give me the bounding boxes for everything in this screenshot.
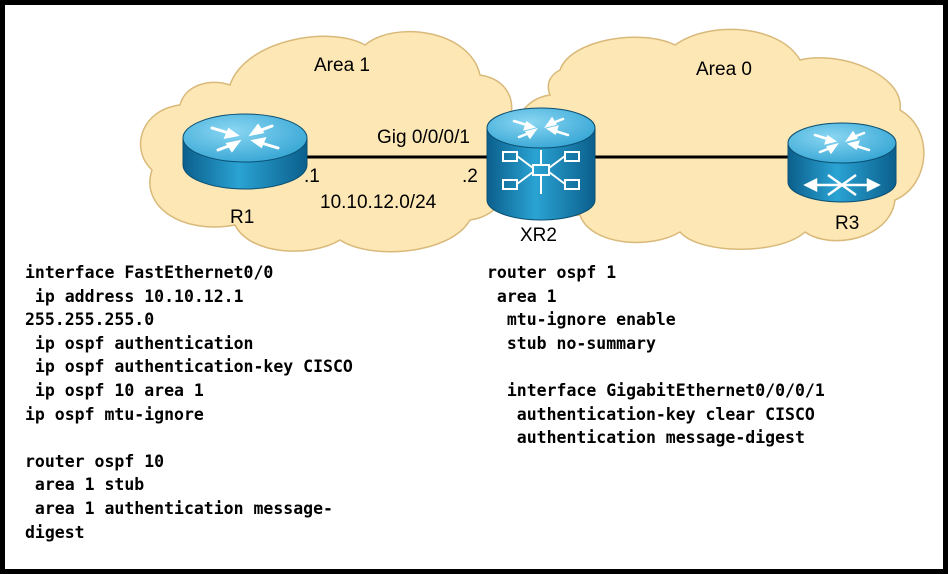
config-line: ip address 10.10.12.1	[25, 286, 244, 306]
config-line: area 1 authentication message-	[25, 498, 333, 518]
config-line: authentication message-digest	[487, 428, 805, 448]
area1-label: Area 1	[314, 55, 370, 76]
config-line: 255.255.255.0	[25, 310, 155, 330]
config-line: authentication-key clear CISCO	[487, 404, 815, 424]
area0-label: Area 0	[696, 59, 752, 80]
config-line: ip ospf authentication-key CISCO	[25, 357, 353, 377]
config-line: ip ospf 10 area 1	[25, 380, 204, 400]
xr2-label: XR2	[520, 225, 557, 246]
config-line: ip ospf authentication	[25, 333, 254, 353]
r1-router-icon[interactable]	[182, 113, 308, 190]
xr2-config: router ospf 1 area 1 mtu-ignore enable s…	[487, 261, 825, 450]
config-line: stub no-summary	[487, 333, 656, 353]
r1-host-label: .1	[304, 166, 320, 187]
config-line: ip ospf mtu-ignore	[25, 404, 204, 424]
config-line: router ospf 10	[25, 451, 165, 471]
area1-cloud	[139, 30, 513, 253]
r3-label: R3	[835, 213, 859, 234]
config-line: interface FastEthernet0/0	[25, 263, 274, 282]
r3-router-icon[interactable]	[787, 122, 897, 203]
config-line: area 1	[487, 286, 557, 306]
config-line: interface GigabitEthernet0/0/0/1	[487, 380, 825, 400]
xr2-router-icon[interactable]	[486, 107, 596, 221]
config-line: mtu-ignore enable	[487, 310, 676, 330]
r1-label: R1	[230, 207, 254, 228]
config-line: digest	[25, 522, 85, 542]
config-line: router ospf 1	[487, 263, 617, 282]
config-line: area 1 stub	[25, 475, 145, 495]
r1-config: interface FastEthernet0/0 ip address 10.…	[25, 261, 353, 544]
interface-label: Gig 0/0/0/1	[377, 127, 470, 148]
xr2-host-label: .2	[462, 166, 478, 187]
subnet-label: 10.10.12.0/24	[320, 192, 437, 213]
